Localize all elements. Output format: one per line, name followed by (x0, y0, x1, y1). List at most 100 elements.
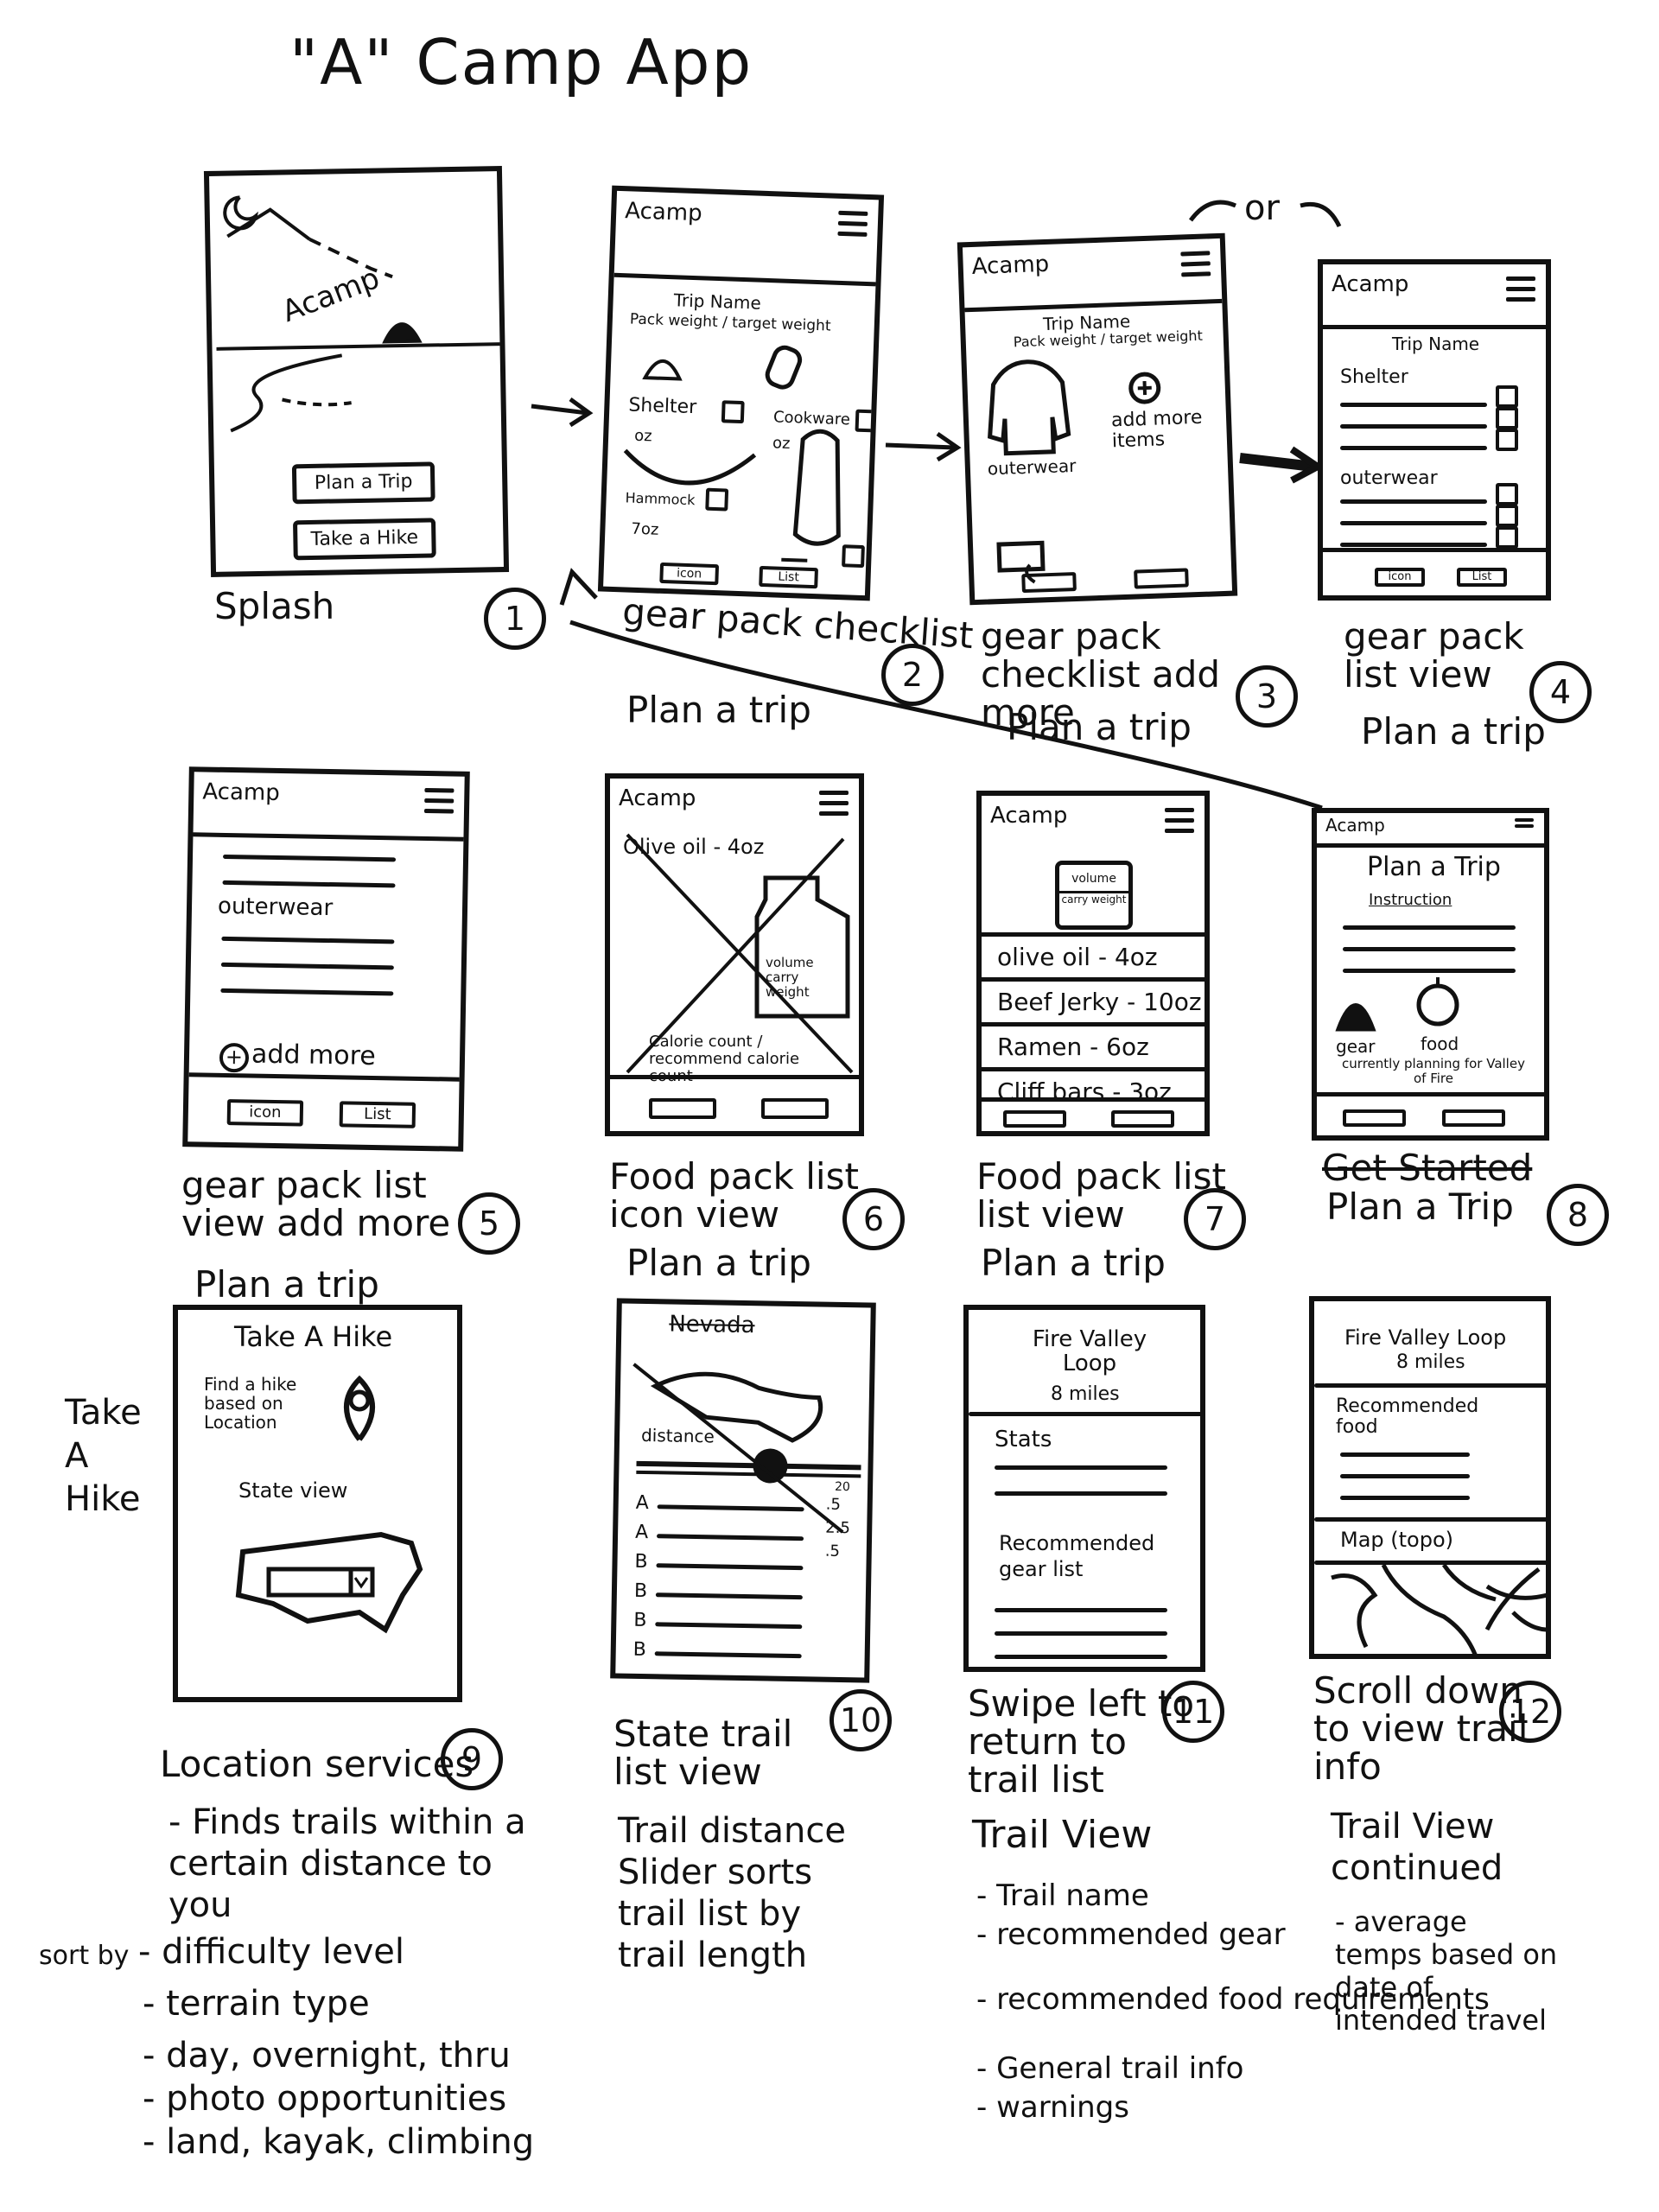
add-more-label[interactable]: add more (251, 1039, 377, 1072)
food-row[interactable]: Ramen - 6oz (982, 1022, 1205, 1067)
frame3-number: 3 (1236, 665, 1298, 728)
frame1-caption: Splash (214, 585, 335, 627)
trail-view-note: - recommended food requirements (976, 1982, 1490, 2017)
menu-icon[interactable] (819, 791, 849, 822)
jar-label: carry weight (1059, 891, 1128, 906)
list-tab[interactable] (1442, 1109, 1505, 1127)
gear-item: Shelter (627, 394, 697, 419)
frame10-number: 10 (830, 1689, 892, 1751)
jar-label: volume (1071, 872, 1116, 886)
trail-view-screen: Fire Valley Loop 8 miles Stats Recommend… (963, 1305, 1205, 1672)
gear-checkbox[interactable] (1496, 526, 1518, 549)
jar-icon: volume carry weight (1055, 861, 1133, 930)
frame4-caption: gear pack list view (1344, 615, 1524, 696)
frame8-caption-struck: Get Started (1322, 1147, 1533, 1189)
list-line (995, 1608, 1167, 1612)
divider (969, 1412, 1200, 1416)
list-tab[interactable]: List (339, 1101, 416, 1128)
gear-option[interactable]: gear (1336, 1036, 1376, 1057)
gear-checkbox[interactable] (855, 409, 879, 433)
list-tab[interactable]: List (759, 565, 818, 589)
menu-icon[interactable] (1515, 818, 1534, 830)
frame9-number: 9 (441, 1728, 503, 1790)
app-logo: Acamp (1332, 271, 1409, 297)
list-line (220, 962, 394, 970)
frame5-section: Plan a trip (194, 1263, 379, 1306)
gear-checkbox[interactable] (721, 400, 745, 424)
list-line (1343, 947, 1516, 951)
map-label: Map (topo) (1340, 1528, 1454, 1552)
add-icon[interactable]: + (219, 1042, 250, 1073)
instruction-label: Instruction (1369, 891, 1452, 909)
list-line (1340, 1496, 1470, 1500)
frame8-number: 8 (1547, 1184, 1609, 1246)
frame10-caption: State trail list view (613, 1713, 793, 1793)
list-line (1340, 446, 1487, 450)
icon-tab[interactable]: icon (659, 562, 720, 586)
gear-checkbox[interactable] (1496, 407, 1518, 429)
category-label: outerwear (1340, 467, 1438, 489)
gear-checkbox[interactable] (1496, 505, 1518, 527)
sort-by-label: sort by (39, 1941, 130, 1971)
icon-tab[interactable]: icon (1375, 568, 1425, 587)
gear-checkbox[interactable] (705, 487, 729, 512)
plan-trip-button[interactable]: Plan a Trip (291, 461, 435, 505)
gear-item: Cookware (772, 408, 851, 429)
menu-icon[interactable] (1506, 276, 1535, 308)
list-line (1340, 499, 1487, 504)
food-option[interactable]: food (1421, 1033, 1459, 1054)
state-trail-list-screen: Nevada distance 20 A .5 A 2.5 B .5 B B B (610, 1298, 876, 1683)
trail-view-continued-title: Trail View continued (1331, 1807, 1503, 1888)
icon-tab[interactable]: icon (226, 1099, 304, 1127)
list-tab[interactable] (761, 1098, 829, 1119)
frame6-number: 6 (842, 1188, 905, 1250)
trail-miles: .5 (824, 1541, 841, 1560)
menu-icon[interactable] (423, 787, 454, 820)
trail-view-note: - General trail info (976, 2051, 1244, 2086)
take-hike-button[interactable]: Take a Hike (292, 518, 436, 561)
icon-tab[interactable] (1343, 1109, 1406, 1127)
gear-weight: oz (633, 426, 653, 446)
frame6-caption: Food pack list icon view (609, 1155, 859, 1236)
topo-map[interactable] (1314, 1301, 1551, 1659)
take-hike-title: Take A Hike (234, 1320, 393, 1353)
location-note: - photo opportunities (143, 2079, 507, 2119)
add-more-items[interactable]: add more items (1110, 406, 1203, 453)
list-line (1343, 969, 1516, 973)
food-icon-view-screen: Acamp Olive oil - 4oz volume carry weigh… (605, 773, 864, 1136)
menu-icon[interactable] (1165, 808, 1194, 839)
food-row[interactable]: Beef Jerky - 10oz (982, 977, 1205, 1022)
gear-checkbox[interactable] (1496, 385, 1518, 408)
frame5-number: 5 (458, 1192, 520, 1255)
recommended-gear-label: Recommended gear list (999, 1531, 1155, 1581)
app-logo: Acamp (1325, 815, 1385, 836)
gear-checkbox[interactable] (1496, 429, 1518, 451)
top-bar: Acamp (1323, 264, 1546, 329)
icon-tab[interactable] (1021, 571, 1077, 594)
trail-grade: A (635, 1491, 650, 1515)
list-tab[interactable]: List (1457, 568, 1507, 587)
slider-note: Trail distance Slider sorts trail list b… (618, 1811, 846, 1975)
trip-name: Trip Name (1392, 334, 1480, 354)
gear-checkbox[interactable] (842, 544, 865, 569)
gear-checkbox[interactable] (1496, 483, 1518, 505)
icon-tab[interactable] (1003, 1110, 1066, 1128)
food-list-view-screen: Acamp volume carry weight olive oil - 4o… (976, 791, 1210, 1136)
trail-view-title: Trail View (972, 1813, 1153, 1857)
divider (1314, 1560, 1546, 1565)
list-tab[interactable] (1111, 1110, 1174, 1128)
gear-item: outerwear (987, 454, 1077, 480)
frame7-number: 7 (1184, 1188, 1246, 1250)
trail-grade: B (632, 1638, 647, 1662)
frame4-number: 4 (1529, 661, 1592, 723)
icon-tab[interactable] (649, 1098, 716, 1119)
list-line (1340, 543, 1487, 547)
frame9-caption: Location services (160, 1743, 474, 1785)
list-tab[interactable] (1134, 568, 1189, 589)
plan-trip-title: Plan a Trip (1367, 852, 1501, 882)
trail-grade: A (634, 1521, 649, 1544)
food-row[interactable]: olive oil - 4oz (982, 932, 1205, 977)
frame12-caption: Scroll down to view trail info (1313, 1669, 1529, 1788)
list-line (1343, 925, 1516, 930)
jar-label: volume carry weight (766, 955, 814, 1000)
